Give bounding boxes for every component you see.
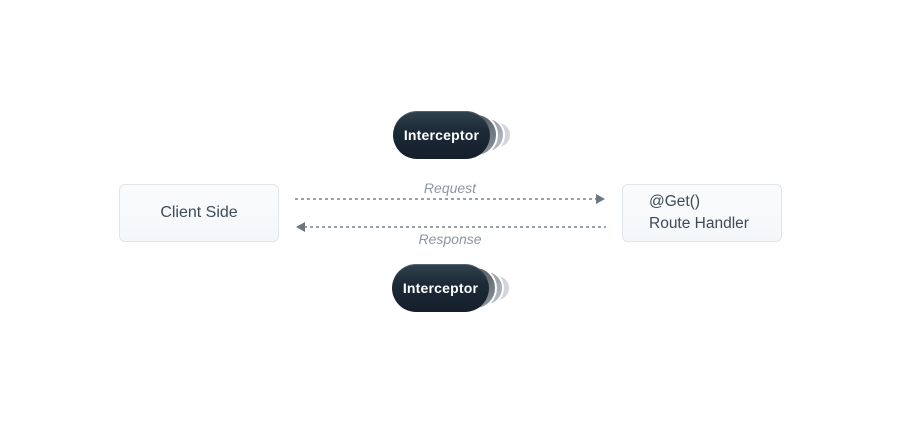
route-handler-text: @Get() Route Handler [623,191,749,235]
arrowhead-left-icon [296,222,305,232]
interceptor-label: Interceptor [402,280,479,296]
request-arrow [295,194,605,204]
interceptor-pill-top: Interceptor [393,111,514,159]
interceptor-pill-bottom: Interceptor [392,264,513,312]
request-label: Request [423,180,477,196]
arrowhead-right-icon [596,194,605,204]
interceptor-pill: Interceptor [392,264,489,312]
response-label: Response [418,231,482,247]
client-side-box: Client Side [119,184,279,242]
interceptor-label: Interceptor [403,127,480,143]
handler-name-label: Route Handler [649,215,749,232]
client-side-label: Client Side [160,204,238,221]
interceptor-pill: Interceptor [393,111,490,159]
response-arrow [296,222,606,232]
route-handler-box: @Get() Route Handler [622,184,782,242]
handler-decorator-label: @Get() [649,193,701,210]
